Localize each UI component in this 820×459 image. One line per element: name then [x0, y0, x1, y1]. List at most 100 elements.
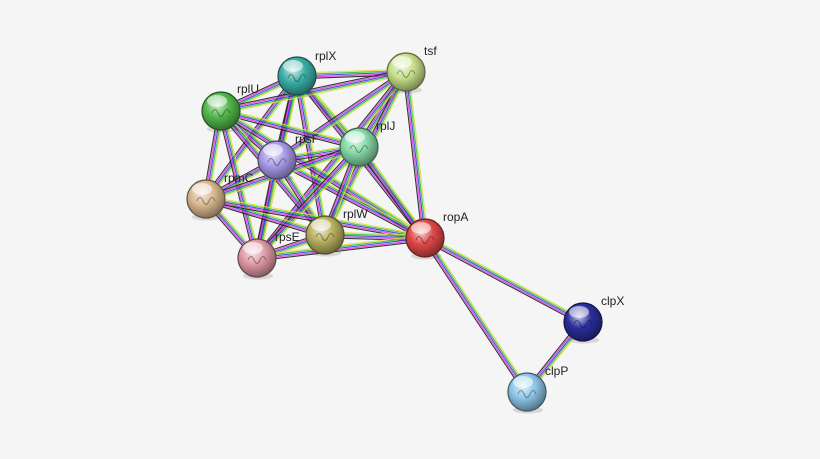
node-highlight	[207, 95, 227, 107]
edge-strand	[256, 236, 425, 258]
node-label: rplX	[315, 49, 336, 63]
edge-strand	[222, 108, 427, 237]
edge-strand	[406, 71, 427, 238]
edge-strand	[276, 71, 407, 161]
structure-glyph	[196, 197, 216, 205]
edge-strand	[206, 195, 426, 236]
node-clpP[interactable]: clpP	[507, 364, 568, 414]
structure-glyph	[267, 158, 287, 166]
node-highlight	[411, 222, 431, 234]
edge-strand	[425, 236, 584, 322]
structure-glyph	[517, 390, 537, 398]
edge-strand	[221, 72, 407, 113]
structure-glyph	[415, 236, 435, 244]
node-highlight	[345, 131, 365, 143]
node-highlight	[569, 306, 589, 318]
edge-strand	[205, 201, 325, 239]
edge-strand	[424, 237, 584, 323]
edge-strand	[257, 238, 426, 260]
edge-strand	[220, 71, 407, 112]
edge-rplU-rplJ	[220, 107, 360, 151]
edge-strand	[221, 107, 360, 145]
edge-ropA-clpP	[422, 236, 530, 394]
edge-strand	[254, 144, 358, 257]
edge-rplJ-rpsE	[254, 144, 362, 261]
edge-strand	[423, 239, 582, 325]
edge-tsf-rpsF	[275, 69, 408, 163]
node-rplJ[interactable]: rplJ	[339, 119, 395, 169]
edge-strand	[404, 72, 425, 239]
structure-glyph	[573, 320, 593, 328]
edge-strand	[424, 237, 528, 393]
node-rpmC[interactable]: rpmC	[186, 171, 254, 221]
node-label: rpmC	[224, 171, 254, 185]
edge-strand	[220, 70, 406, 111]
edge-rpsF-ropA	[275, 157, 427, 241]
edge-strand	[205, 199, 325, 237]
edge-strand	[275, 161, 424, 241]
node-highlight	[263, 144, 283, 156]
node-ropA[interactable]: ropA	[405, 210, 468, 260]
node-rplW[interactable]: rplW	[305, 207, 368, 257]
node-highlight	[192, 183, 212, 195]
edge-strand	[423, 238, 527, 394]
node-rplU[interactable]: rplU	[201, 82, 259, 133]
edge-strand	[405, 71, 426, 239]
edge-strand	[256, 146, 360, 259]
node-highlight	[311, 219, 331, 231]
node-label: rplW	[343, 207, 368, 221]
node-label: clpP	[545, 364, 568, 378]
node-rplX[interactable]: rplX	[277, 49, 336, 98]
edge-tsf-ropA	[402, 71, 429, 239]
node-rpsE[interactable]: rpsE	[237, 230, 300, 280]
node-highlight	[392, 56, 412, 68]
edge-strand	[402, 72, 423, 239]
node-clpX[interactable]: clpX	[563, 294, 624, 344]
edge-strand	[426, 235, 585, 321]
edge-strand	[254, 69, 405, 257]
edge-strand	[408, 71, 429, 238]
edge-strand	[275, 69, 405, 159]
node-highlight	[283, 60, 303, 72]
structure-glyph	[349, 145, 369, 153]
node-label: rplJ	[376, 119, 395, 133]
edge-tsf-rplU	[220, 68, 407, 115]
edge-strand	[220, 111, 359, 149]
edge-strand	[256, 237, 426, 259]
edge-strand	[422, 239, 526, 394]
node-label: clpX	[601, 294, 624, 308]
edge-strand	[278, 73, 408, 163]
node-label: tsf	[424, 44, 437, 58]
structure-glyph	[396, 70, 416, 78]
node-rpsF[interactable]: rpsF	[257, 132, 319, 182]
structure-glyph	[247, 256, 267, 264]
edge-strand	[221, 109, 427, 238]
edge-strand	[221, 109, 360, 147]
edge-strand	[206, 197, 426, 238]
edge-strand	[276, 159, 426, 239]
structure-glyph	[287, 74, 307, 82]
edge-strand	[221, 74, 407, 115]
node-highlight	[243, 242, 263, 254]
edge-strand	[276, 160, 425, 240]
node-label: ropA	[443, 210, 468, 224]
edge-strand	[278, 157, 427, 237]
node-tsf[interactable]: tsf	[386, 44, 437, 94]
node-label: rplU	[237, 82, 259, 96]
edge-strand	[424, 238, 583, 324]
node-layer: rplX tsf rplU rpsF rplJ rpmC rplW rpsE ropA clpX c…	[186, 44, 624, 414]
structure-glyph	[315, 233, 335, 241]
node-highlight	[513, 376, 533, 388]
edge-strand	[426, 236, 530, 391]
edge-strand	[299, 75, 329, 235]
node-label: rpsF	[295, 132, 319, 146]
edge-strand	[275, 70, 406, 160]
edge-strand	[257, 147, 361, 260]
edge-strand	[220, 110, 360, 148]
edge-strand	[277, 158, 426, 238]
edge-strand	[257, 240, 426, 262]
edge-strand	[425, 236, 529, 392]
edge-layer	[202, 68, 586, 395]
node-label: rpsE	[275, 230, 300, 244]
